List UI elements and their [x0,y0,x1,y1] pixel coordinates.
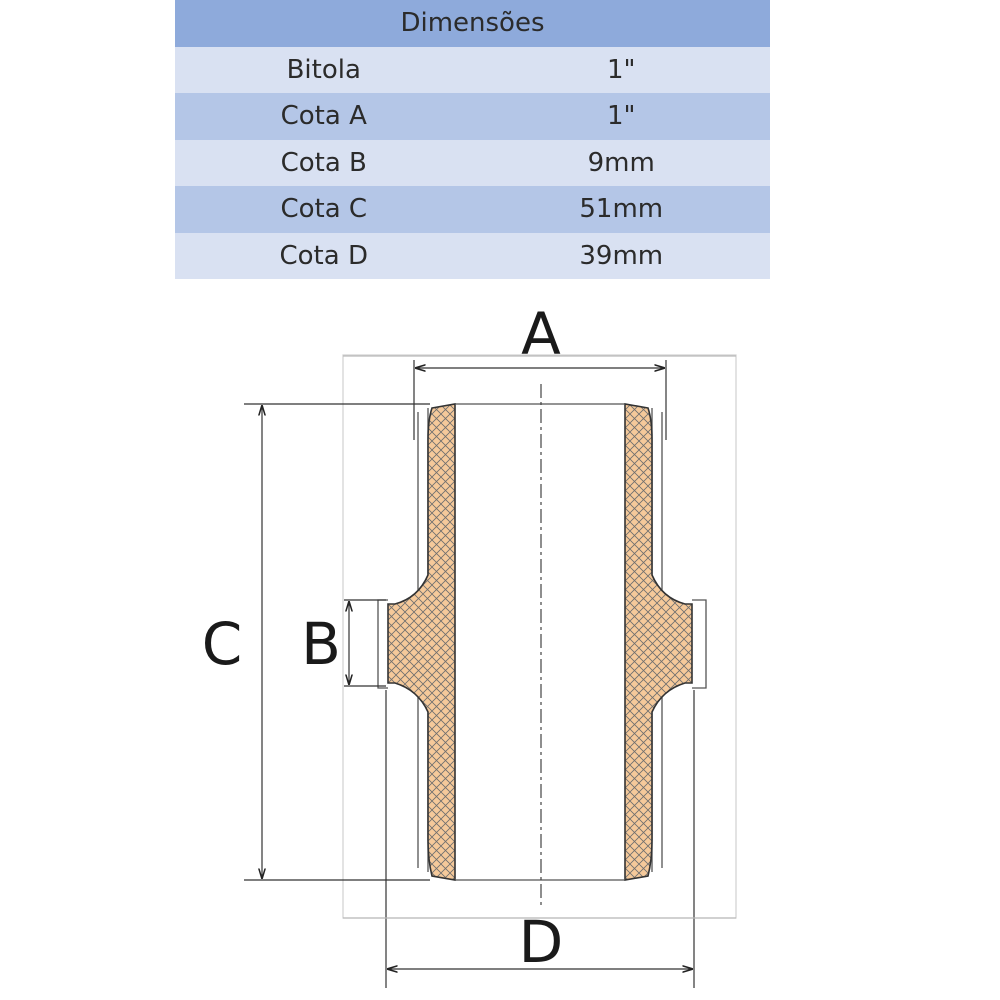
row-label: Bitola [175,46,473,93]
dimension-a [343,355,736,440]
label-b: B [301,610,341,678]
table-row: Cota A 1" [175,93,770,140]
row-value: 51mm [472,186,770,233]
row-label: Cota D [175,232,473,279]
rubber-left [387,403,456,881]
label-a: A [521,300,561,368]
dimensions-table: Dimensões Bitola 1" Cota A 1" Cota B 9mm… [175,0,770,279]
rubber-right [624,403,693,881]
table-header: Dimensões [175,0,770,47]
row-label: Cota C [175,186,473,233]
table-row: Cota D 39mm [175,232,770,279]
row-label: Cota A [175,93,473,140]
row-value: 39mm [472,232,770,279]
dimension-c [244,403,430,881]
row-value: 1" [472,93,770,140]
dimension-d [343,690,736,988]
inner-tube [455,403,625,881]
dimension-b [344,599,386,687]
table-row: Bitola 1" [175,46,770,93]
table-row: Cota C 51mm [175,186,770,233]
table-row: Cota B 9mm [175,139,770,186]
row-value: 1" [472,46,770,93]
row-label: Cota B [175,139,473,186]
row-value: 9mm [472,139,770,186]
label-d: D [519,908,564,976]
label-c: C [202,610,243,678]
